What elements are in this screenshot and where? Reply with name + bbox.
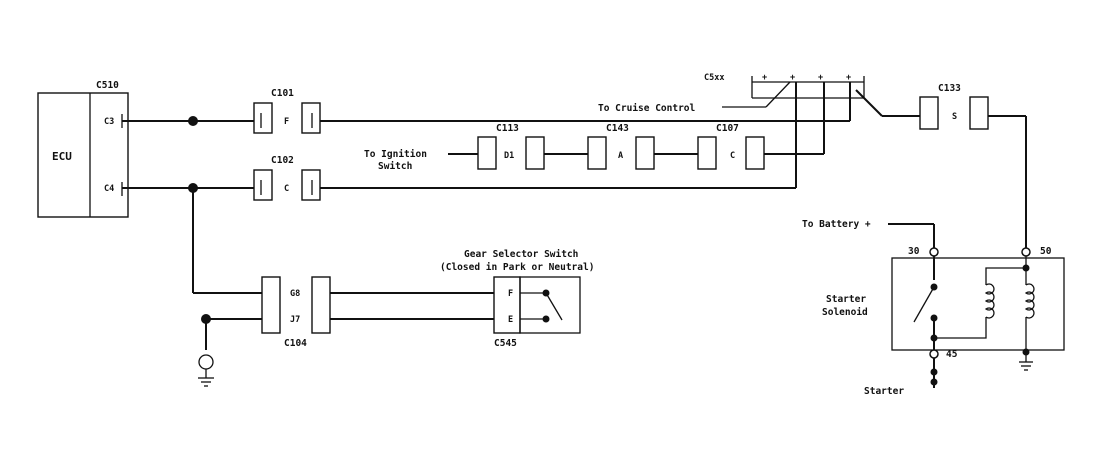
- ignition-label-line1: To Ignition: [364, 149, 427, 160]
- splice-c4: [188, 183, 198, 193]
- ecu-pin-c4: C4: [104, 184, 114, 194]
- gear-selector-title: Gear Selector Switch: [464, 249, 578, 260]
- c113-label: C113: [496, 123, 519, 134]
- c102-pin: C: [284, 184, 289, 194]
- ecu-pin-c3: C3: [104, 117, 114, 127]
- connector-c143: C143 A: [587, 123, 655, 170]
- c107-label: C107: [716, 123, 739, 134]
- svg-text:+: +: [818, 73, 823, 83]
- svg-text:+: +: [762, 73, 767, 83]
- connector-c101: C101 F: [253, 88, 321, 134]
- ground-icon: [1019, 348, 1033, 371]
- svg-text:+: +: [790, 73, 795, 83]
- c133-label: C133: [938, 83, 961, 94]
- ground-icon: [198, 354, 214, 387]
- ecu-connector-label: C510: [96, 80, 119, 91]
- c545-pin-e: E: [508, 315, 513, 325]
- connector-c102: C102 C: [253, 155, 321, 201]
- c101-pin: F: [284, 117, 289, 127]
- connector-c104: G8 J7 C104: [261, 276, 331, 349]
- ecu-module: ECU C510 C3 C4: [37, 80, 129, 218]
- gear-selector-switch: Gear Selector Switch (Closed in Park or …: [440, 249, 594, 349]
- solenoid-label-line1: Starter: [826, 294, 866, 305]
- c5xx-label: C5xx: [704, 73, 724, 83]
- c143-pin: A: [618, 151, 623, 161]
- splice-ground: [201, 314, 211, 324]
- to-battery-label: To Battery +: [802, 219, 871, 230]
- terminal-30: 30: [908, 246, 920, 257]
- c104-label: C104: [284, 338, 307, 349]
- starter-label: Starter: [864, 386, 904, 397]
- c545-pin-f: F: [508, 289, 513, 299]
- c102-label: C102: [271, 155, 294, 166]
- c113-pin: D1: [504, 151, 514, 161]
- c101-label: C101: [271, 88, 294, 99]
- terminal-50: 50: [1040, 246, 1052, 257]
- svg-text:+: +: [846, 73, 851, 83]
- ecu-label: ECU: [52, 150, 72, 163]
- c104-pin-j7: J7: [290, 315, 300, 325]
- wires: [122, 81, 1027, 350]
- c545-label: C545: [494, 338, 517, 349]
- connector-c133: C133 S: [919, 83, 989, 130]
- starter-solenoid: To Battery + 30 50 Starter Solenoid 45 S…: [802, 219, 1065, 397]
- c104-pin-g8: G8: [290, 289, 300, 299]
- solenoid-label-line2: Solenoid: [822, 307, 868, 318]
- c107-pin: C: [730, 151, 735, 161]
- ignition-label-line2: Switch: [378, 161, 412, 172]
- connector-c5xx: C5xx + + + +: [704, 73, 865, 99]
- splice-c3: [188, 116, 198, 126]
- cruise-control-label: To Cruise Control: [598, 103, 696, 114]
- connector-c113: C113 D1: [477, 123, 545, 170]
- gear-selector-subtitle: (Closed in Park or Neutral): [440, 262, 594, 273]
- c143-label: C143: [606, 123, 629, 134]
- terminal-45: 45: [946, 349, 958, 360]
- c133-pin: S: [952, 112, 957, 122]
- connector-c107: C107 C: [697, 123, 765, 170]
